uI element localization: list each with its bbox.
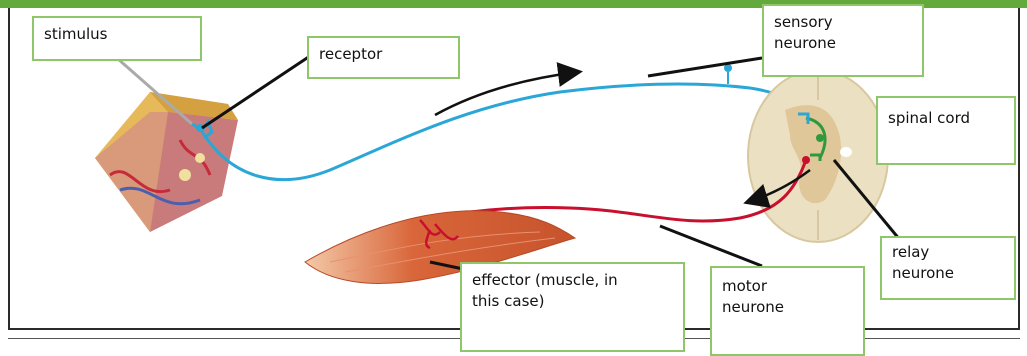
sensory-neurone-label: sensory neurone (762, 4, 924, 77)
receptor-label: receptor (307, 36, 460, 79)
motor-cell-body (802, 156, 810, 164)
motor-neurone-label: motor neurone (710, 266, 865, 356)
relay-cell-body (816, 134, 824, 142)
effector-label: effector (muscle, in this case) (460, 262, 685, 352)
sensory-cell-body (724, 64, 732, 84)
stimulus-label: stimulus (32, 16, 202, 61)
skin-block (95, 92, 238, 232)
sensory-neurone-pointer (648, 58, 762, 76)
motor-neurone-pointer (660, 226, 762, 266)
spinal-cord-label: spinal cord (876, 96, 1016, 165)
sensory-neurone-path (200, 84, 805, 180)
relay-neurone-label: relay neurone (880, 236, 1016, 300)
receptor-pointer (202, 56, 310, 128)
